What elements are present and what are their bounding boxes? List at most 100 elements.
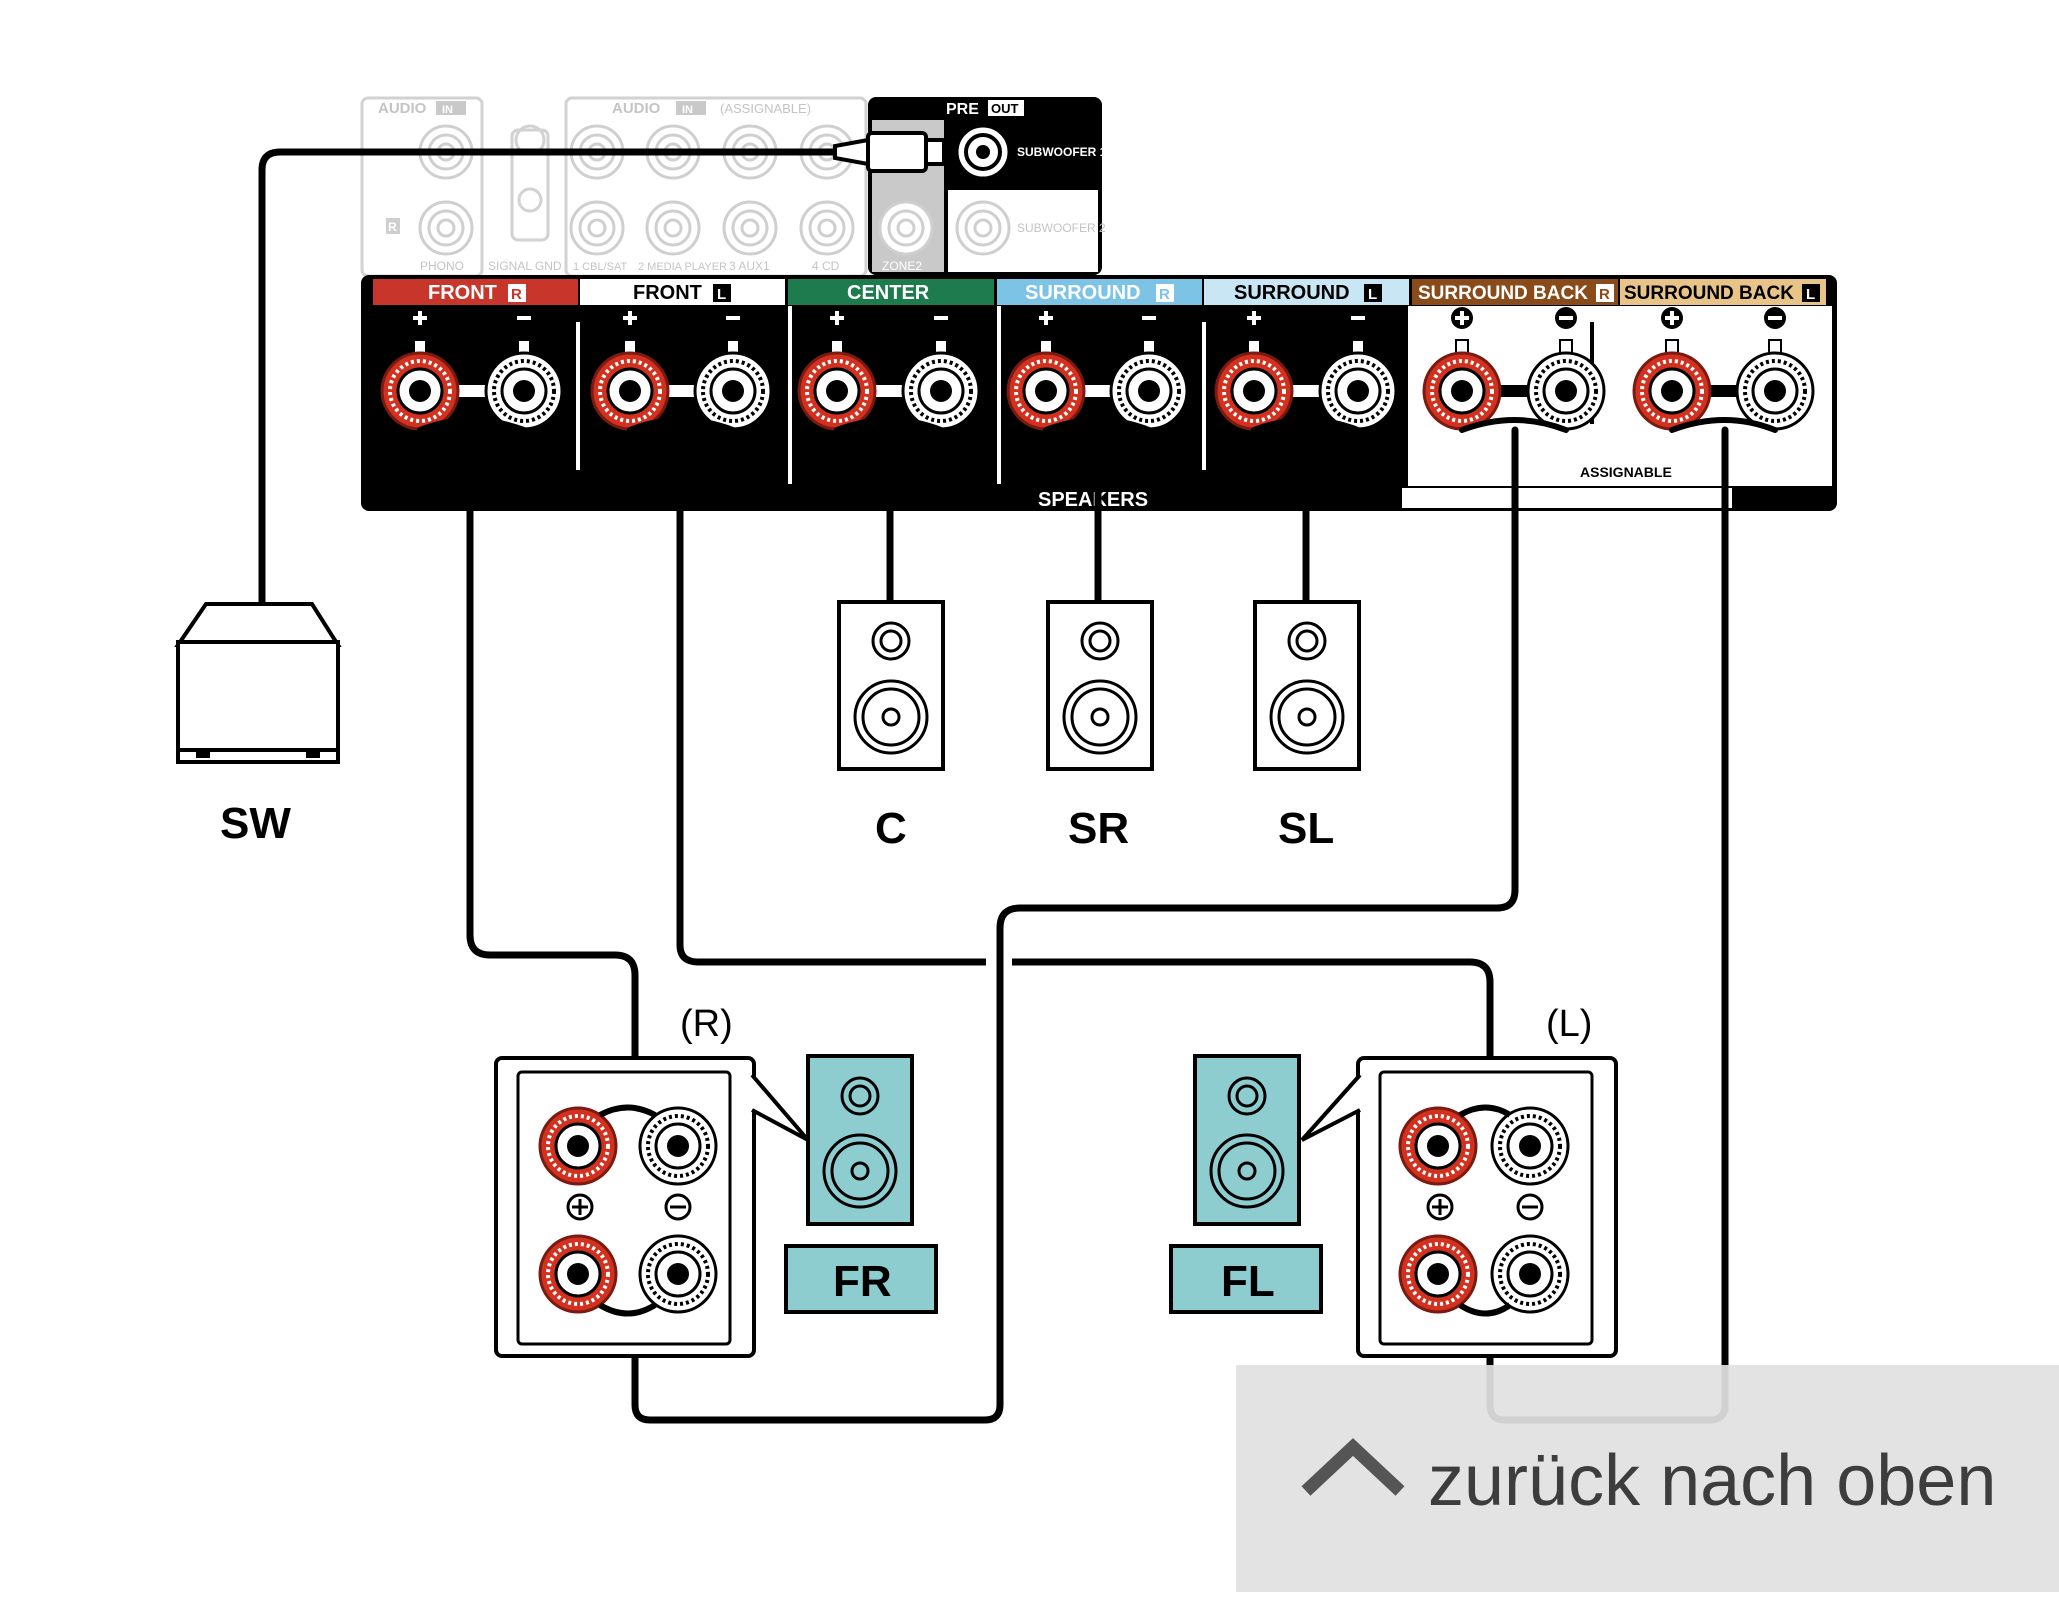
wire-front-r-plus (441, 426, 639, 1116)
minus-terminal (693, 351, 773, 431)
channel-name: SURROUND (1234, 282, 1350, 304)
plus-terminal (538, 1234, 618, 1314)
minus-terminal (1490, 1106, 1570, 1186)
plus-icon (1243, 307, 1265, 329)
speaker-label-sw: SW (220, 799, 291, 848)
speaker-front-l (1193, 1054, 1301, 1226)
speaker-front-r (806, 1054, 914, 1226)
plus-terminal (590, 351, 670, 431)
minus-terminal (1735, 351, 1815, 431)
channel-name: SURROUND BACK (1418, 283, 1588, 304)
plus-icon (1661, 307, 1683, 329)
speaker-wires (258, 148, 1778, 1424)
minus-terminal (1526, 351, 1606, 431)
channel-surround-back-l: SURROUND BACK L (1620, 279, 1826, 305)
terminal-pair-front-l[interactable] (590, 351, 773, 431)
channel-surround-back-r: SURROUND BACK R (1412, 279, 1618, 305)
audio-in-label-1: AUDIO (378, 100, 427, 117)
pre-out-panel: PRE OUT SUBWOOFER 1 SUBWOOFER 2 ZONE2 (868, 97, 1107, 275)
plus-icon (1451, 307, 1473, 329)
terminal-pair-surround-r[interactable] (1006, 351, 1189, 431)
terminal-pair-surround-back-l[interactable] (1632, 351, 1815, 431)
speaker-label-box-fl (1169, 1244, 1323, 1314)
minus-icon (1555, 307, 1577, 329)
back-to-top-label: zurück nach oben (1428, 1441, 1997, 1521)
plus-icon (1035, 307, 1057, 329)
chevron-up-icon (1301, 1438, 1405, 1496)
speaker-label-c: C (875, 804, 907, 853)
plus-icon (409, 307, 431, 329)
rca-plug (833, 131, 946, 173)
speaker-label-box-fr (784, 1244, 938, 1314)
plus-icon (619, 307, 641, 329)
minus-terminal (1109, 351, 1189, 431)
plus-terminal (538, 1106, 618, 1186)
channel-badge: L (717, 286, 726, 303)
audio-in-label-2: AUDIO (612, 100, 661, 117)
wire-surround-back-r (631, 426, 1519, 1424)
minus-icon (722, 307, 744, 329)
speakers-panel: ASSIGNABLE SPEAKERS FRONT R FRONT L CENT… (361, 275, 1837, 511)
wire-front-r-minus (474, 426, 504, 464)
side-label-l: (L) (1546, 1003, 1592, 1045)
minus-icon (1138, 307, 1160, 329)
channel-header-bg (580, 279, 785, 305)
minus-sign-icon (1516, 1193, 1544, 1221)
channel-badge: R (511, 286, 522, 303)
front-l-terminal-plate: (L) (1300, 1003, 1618, 1358)
minus-terminal (638, 1106, 718, 1186)
channel-name: FRONT (633, 282, 702, 304)
minus-sign-icon (664, 1193, 692, 1221)
channel-header-bg (788, 279, 994, 305)
minus-terminal (901, 351, 981, 431)
subwoofer1-jack[interactable] (955, 124, 1011, 180)
terminal-pair-front-r[interactable] (380, 351, 564, 431)
channel-surround-l: SURROUND L (1204, 279, 1409, 305)
back-to-top-button[interactable]: zurück nach oben (1236, 1365, 2059, 1592)
input-label-aux1: 3 AUX1 (729, 259, 770, 273)
speakers-label: SPEAKERS (1038, 489, 1148, 511)
channel-header-bg (373, 279, 578, 305)
channel-header-bg (1412, 279, 1618, 305)
in-badge-1: IN (442, 104, 453, 116)
minus-terminal (1318, 351, 1398, 431)
side-label-r: (R) (680, 1003, 733, 1045)
speaker-label-sl: SL (1278, 804, 1334, 853)
minus-terminal (1490, 1234, 1570, 1314)
channel-front-r: FRONT R (373, 279, 578, 305)
channel-badge: R (1159, 286, 1170, 303)
minus-icon (1764, 307, 1786, 329)
plus-sign-icon (1426, 1193, 1454, 1221)
channel-badge: R (1599, 286, 1610, 303)
subwoofer1-label: SUBWOOFER 1 (1017, 145, 1107, 159)
subwoofer2-label: SUBWOOFER 2 (1017, 221, 1106, 235)
channel-center: CENTER (788, 279, 994, 305)
channel-name: SURROUND (1025, 282, 1141, 304)
minus-terminal (484, 351, 564, 431)
channel-badge: L (1806, 286, 1815, 303)
assignable-note: (ASSIGNABLE) (720, 101, 811, 116)
terminal-pair-center[interactable] (797, 351, 981, 431)
minus-icon (930, 307, 952, 329)
plus-terminal (1398, 1234, 1478, 1314)
terminal-pair-surround-l[interactable] (1214, 351, 1398, 431)
channel-surround-r: SURROUND R (997, 279, 1202, 305)
speaker-label-fr: FR (833, 1257, 892, 1306)
input-label-cd: 4 CD (812, 259, 840, 273)
channel-name: FRONT (428, 282, 497, 304)
in-badge-2: IN (682, 104, 693, 116)
terminal-pair-surround-back-r[interactable] (1422, 351, 1606, 431)
plus-sign-icon (566, 1193, 594, 1221)
channel-name: CENTER (847, 282, 930, 304)
minus-icon (1347, 307, 1369, 329)
subwoofer-cable (258, 148, 944, 609)
channel-front-l: FRONT L (580, 279, 785, 305)
input-label-signal-gnd: SIGNAL GND (488, 259, 562, 273)
minus-icon (513, 307, 535, 329)
speaker-surround-l (1253, 600, 1361, 771)
plus-icon (826, 307, 848, 329)
speaker-center (837, 600, 945, 771)
plus-terminal (1422, 351, 1502, 431)
plus-terminal (380, 351, 460, 431)
